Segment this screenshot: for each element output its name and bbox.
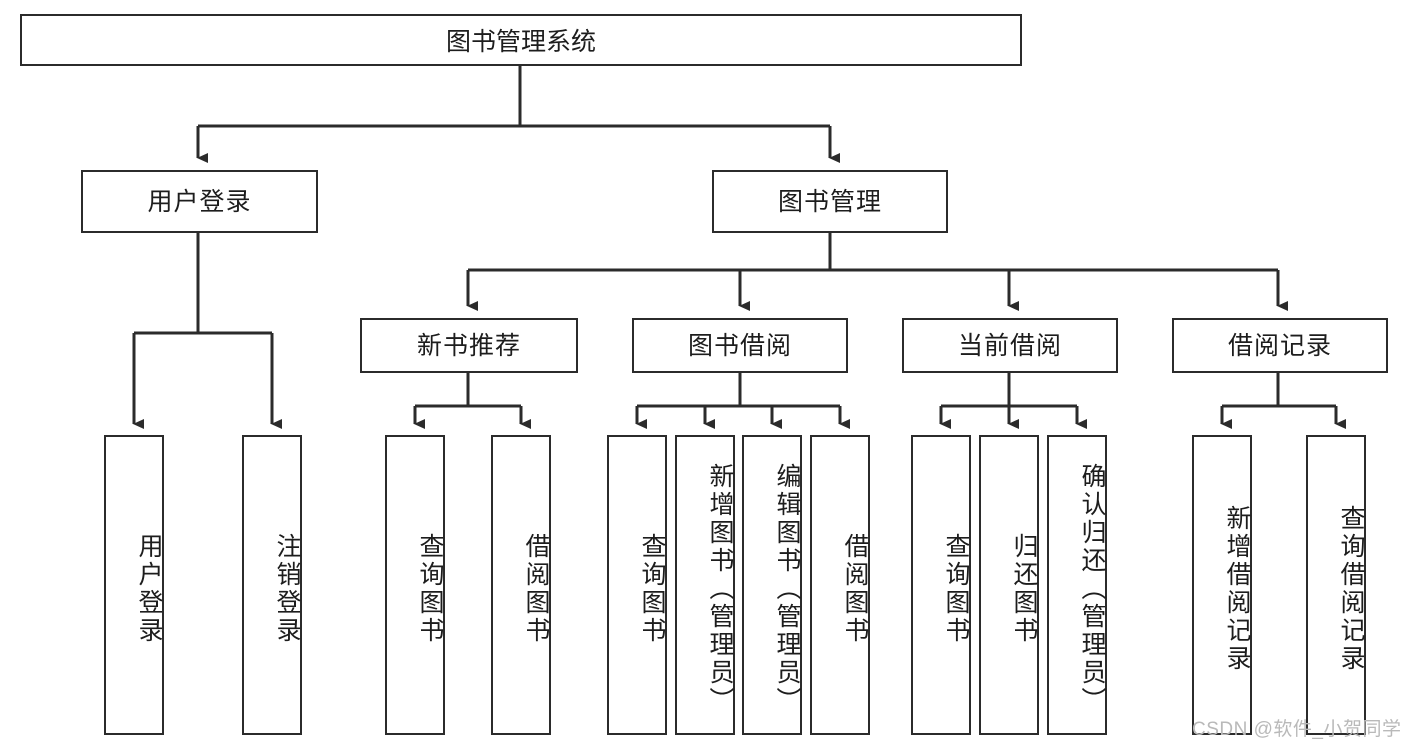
node-leaf-add-book[interactable]: 新增图书（管理员） (675, 435, 735, 735)
node-label: 查询图书 (416, 533, 444, 645)
node-leaf-borrow-book-2[interactable]: 借阅图书 (810, 435, 870, 735)
node-label: 用户登录 (135, 533, 163, 645)
csdn-watermark: CSDN @软件_小贺同学 (1192, 719, 1402, 740)
node-label: 用户登录 (147, 187, 252, 216)
node-leaf-return-book[interactable]: 归还图书 (979, 435, 1039, 735)
node-leaf-edit-book[interactable]: 编辑图书（管理员） (742, 435, 802, 735)
node-label: 借阅图书 (841, 533, 869, 645)
node-leaf-confirm-return[interactable]: 确认归还（管理员） (1047, 435, 1107, 735)
node-label: 查询图书 (638, 533, 666, 645)
node-leaf-borrow-book-1[interactable]: 借阅图书 (491, 435, 551, 735)
node-label: 归还图书 (1010, 533, 1038, 645)
node-label: 图书借阅 (687, 331, 792, 360)
node-label: 当前借阅 (957, 331, 1062, 360)
node-label: 借阅图书 (522, 533, 550, 645)
node-new-book-recommend[interactable]: 新书推荐 (360, 318, 578, 373)
node-leaf-logout-login[interactable]: 注销登录 (242, 435, 302, 735)
node-leaf-user-login[interactable]: 用户登录 (104, 435, 164, 735)
node-leaf-query-borrow-record[interactable]: 查询借阅记录 (1306, 435, 1366, 735)
node-label: 注销登录 (273, 533, 301, 645)
node-leaf-add-borrow-record[interactable]: 新增借阅记录 (1192, 435, 1252, 735)
node-borrow-record[interactable]: 借阅记录 (1172, 318, 1388, 373)
node-leaf-query-book-2[interactable]: 查询图书 (607, 435, 667, 735)
node-root-book-management-system[interactable]: 图书管理系统 (20, 14, 1022, 66)
node-book-borrow[interactable]: 图书借阅 (632, 318, 848, 373)
node-label: 图书管理系统 (445, 28, 596, 56)
node-label: 编辑图书（管理员） (773, 463, 801, 715)
node-label: 新增借阅记录 (1223, 505, 1251, 673)
node-current-borrow[interactable]: 当前借阅 (902, 318, 1118, 373)
node-user-login[interactable]: 用户登录 (81, 170, 318, 233)
node-label: 新增图书（管理员） (706, 463, 734, 715)
node-label: 查询图书 (942, 533, 970, 645)
node-book-manage[interactable]: 图书管理 (712, 170, 948, 233)
node-label: 确认归还（管理员） (1078, 463, 1106, 715)
node-leaf-query-book-3[interactable]: 查询图书 (911, 435, 971, 735)
node-label: 查询借阅记录 (1337, 505, 1365, 673)
node-leaf-query-book-1[interactable]: 查询图书 (385, 435, 445, 735)
node-label: 新书推荐 (416, 331, 521, 360)
node-label: 借阅记录 (1227, 331, 1332, 360)
node-label: 图书管理 (777, 187, 882, 216)
